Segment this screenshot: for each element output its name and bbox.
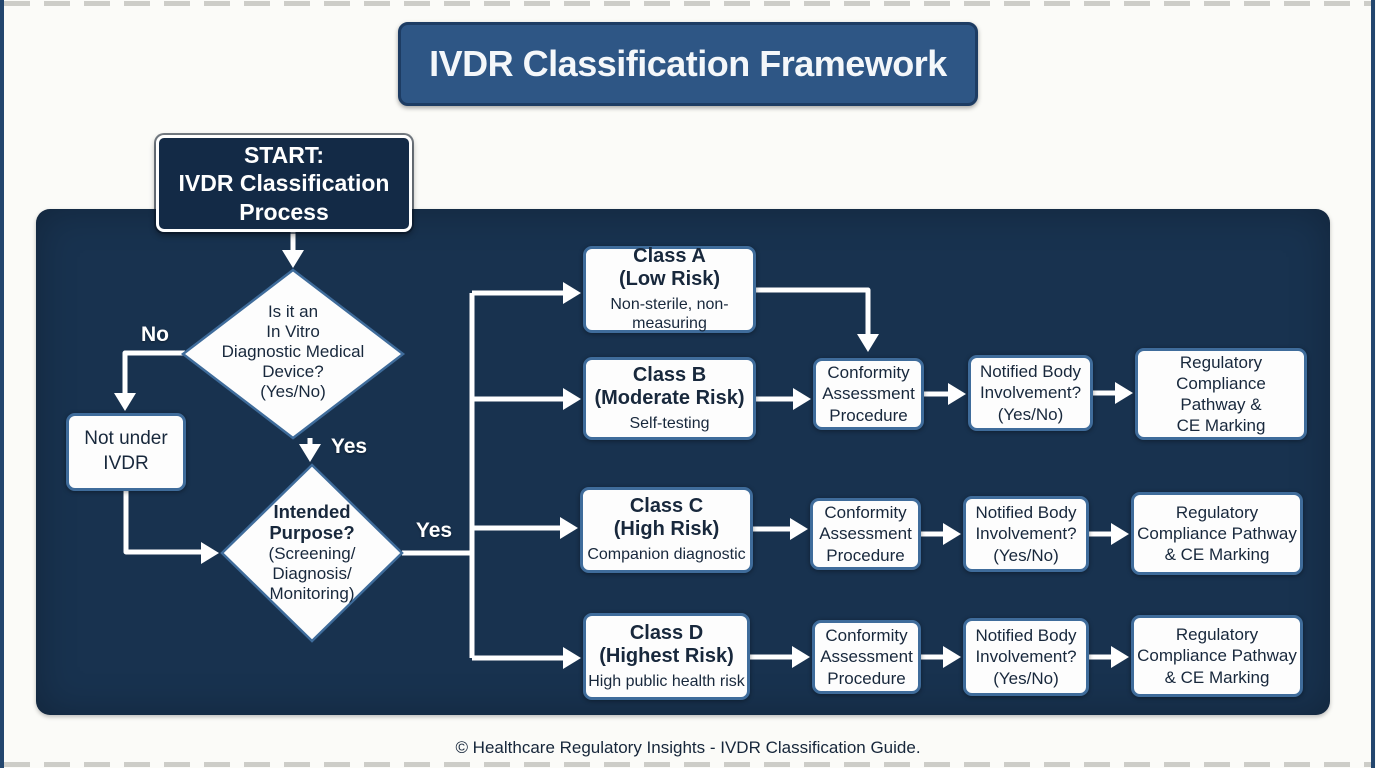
arrowhead-down-icon <box>282 250 304 268</box>
bottom-edge-dashes <box>4 762 1372 767</box>
arrowhead-right-icon <box>948 383 966 405</box>
connector-decision1-no <box>122 350 185 393</box>
arrowhead-right-icon <box>1111 646 1129 668</box>
start-line: Process <box>239 198 329 225</box>
connector-class-a-to-conformity <box>754 287 871 334</box>
label-no: No <box>141 323 169 346</box>
class-a-node: Class A (Low Risk) Non-sterile, non- mea… <box>583 245 756 333</box>
arrowhead-right-icon <box>560 517 578 539</box>
notified-body-node-row3: Notified Body Involvement? (Yes/No) <box>963 496 1089 572</box>
label-yes-device: Yes <box>330 435 368 458</box>
start-node: START: IVDR Classification Process <box>156 135 412 232</box>
top-edge-dashes <box>4 1 1372 6</box>
arrowhead-right-icon <box>792 646 810 668</box>
class-c-node: Class C (High Risk) Companion diagnostic <box>580 487 753 573</box>
left-edge-line <box>0 0 4 768</box>
arrowhead-right-icon <box>563 647 581 669</box>
decision-diamond-purpose <box>220 463 404 643</box>
arrowhead-right-icon <box>790 518 808 540</box>
diagram-title: IVDR Classification Framework <box>398 22 978 106</box>
copyright-footer: © Healthcare Regulatory Insights - IVDR … <box>455 738 921 757</box>
decision-ivd-text: Is it an In Vitro Diagnostic Medical Dev… <box>221 302 365 402</box>
label-yes-purpose: Yes <box>415 519 453 542</box>
not-under-ivdr-node: Not under IVDR <box>66 413 186 491</box>
notified-body-node-row4: Notified Body Involvement? (Yes/No) <box>963 618 1089 696</box>
arrowhead-right-icon <box>201 542 219 564</box>
start-line: IVDR Classification <box>178 170 390 197</box>
decision-purpose-text: Intended Purpose? (Screening/ Diagnosis/… <box>268 501 356 603</box>
notified-body-node-row2: Notified Body Involvement? (Yes/No) <box>968 355 1093 431</box>
regulatory-node-row4: Regulatory Compliance Pathway & CE Marki… <box>1131 615 1303 697</box>
arrowhead-right-icon <box>943 523 961 545</box>
class-d-node: Class D (Highest Risk) High public healt… <box>583 613 750 700</box>
arrowhead-right-icon <box>563 282 581 304</box>
arrowhead-down-icon <box>114 393 136 411</box>
conformity-node-row3: Conformity Assessment Procedure <box>810 498 921 570</box>
arrowhead-right-icon <box>1111 523 1129 545</box>
arrowhead-right-icon <box>563 388 581 410</box>
regulatory-node-row3: Regulatory Compliance Pathway & CE Marki… <box>1131 492 1303 575</box>
arrowhead-down-icon <box>299 444 321 462</box>
arrowhead-right-icon <box>1115 382 1133 404</box>
connector-decision2-trunk <box>402 293 475 658</box>
start-line: START: <box>243 142 325 169</box>
right-edge-line <box>1371 0 1375 768</box>
decision-diamond-ivd <box>180 268 406 440</box>
arrowhead-right-icon <box>943 646 961 668</box>
connector-notunder-to-decision2 <box>123 491 202 555</box>
regulatory-node-row2: Regulatory Compliance Pathway & CE Marki… <box>1135 348 1307 440</box>
arrowhead-right-icon <box>793 388 811 410</box>
conformity-node-row4: Conformity Assessment Procedure <box>812 620 921 694</box>
arrowhead-down-icon <box>857 334 879 352</box>
class-b-node: Class B (Moderate Risk) Self-testing <box>583 357 756 440</box>
conformity-node-row2: Conformity Assessment Procedure <box>813 358 924 430</box>
diagram-title-text: IVDR Classification Framework <box>429 43 947 84</box>
